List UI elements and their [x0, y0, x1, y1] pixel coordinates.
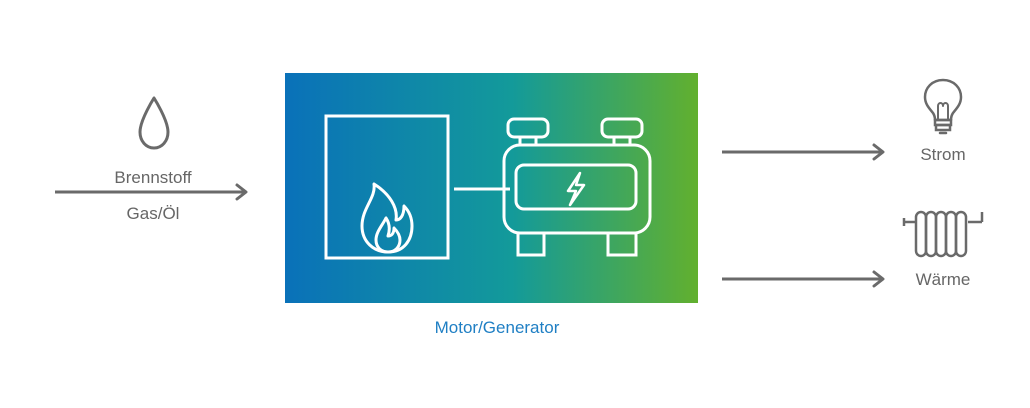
output-label-power: Strom [920, 145, 966, 164]
output-arrow-power [722, 143, 885, 161]
engine-flame-icon [324, 114, 450, 260]
output-label-heat: Wärme [915, 270, 971, 289]
output-arrow-heat [722, 270, 885, 288]
radiator-icon [902, 210, 984, 258]
input-label-fuel: Brennstoff [114, 168, 192, 187]
light-bulb-icon [923, 78, 963, 135]
engine-generator-connector [454, 187, 510, 191]
box-caption: Motor/Generator [434, 318, 560, 337]
fuel-drop-icon [138, 96, 170, 150]
input-label-gas-oil: Gas/Öl [126, 204, 180, 223]
input-arrow [55, 183, 248, 201]
generator-lightning-icon [502, 117, 652, 257]
